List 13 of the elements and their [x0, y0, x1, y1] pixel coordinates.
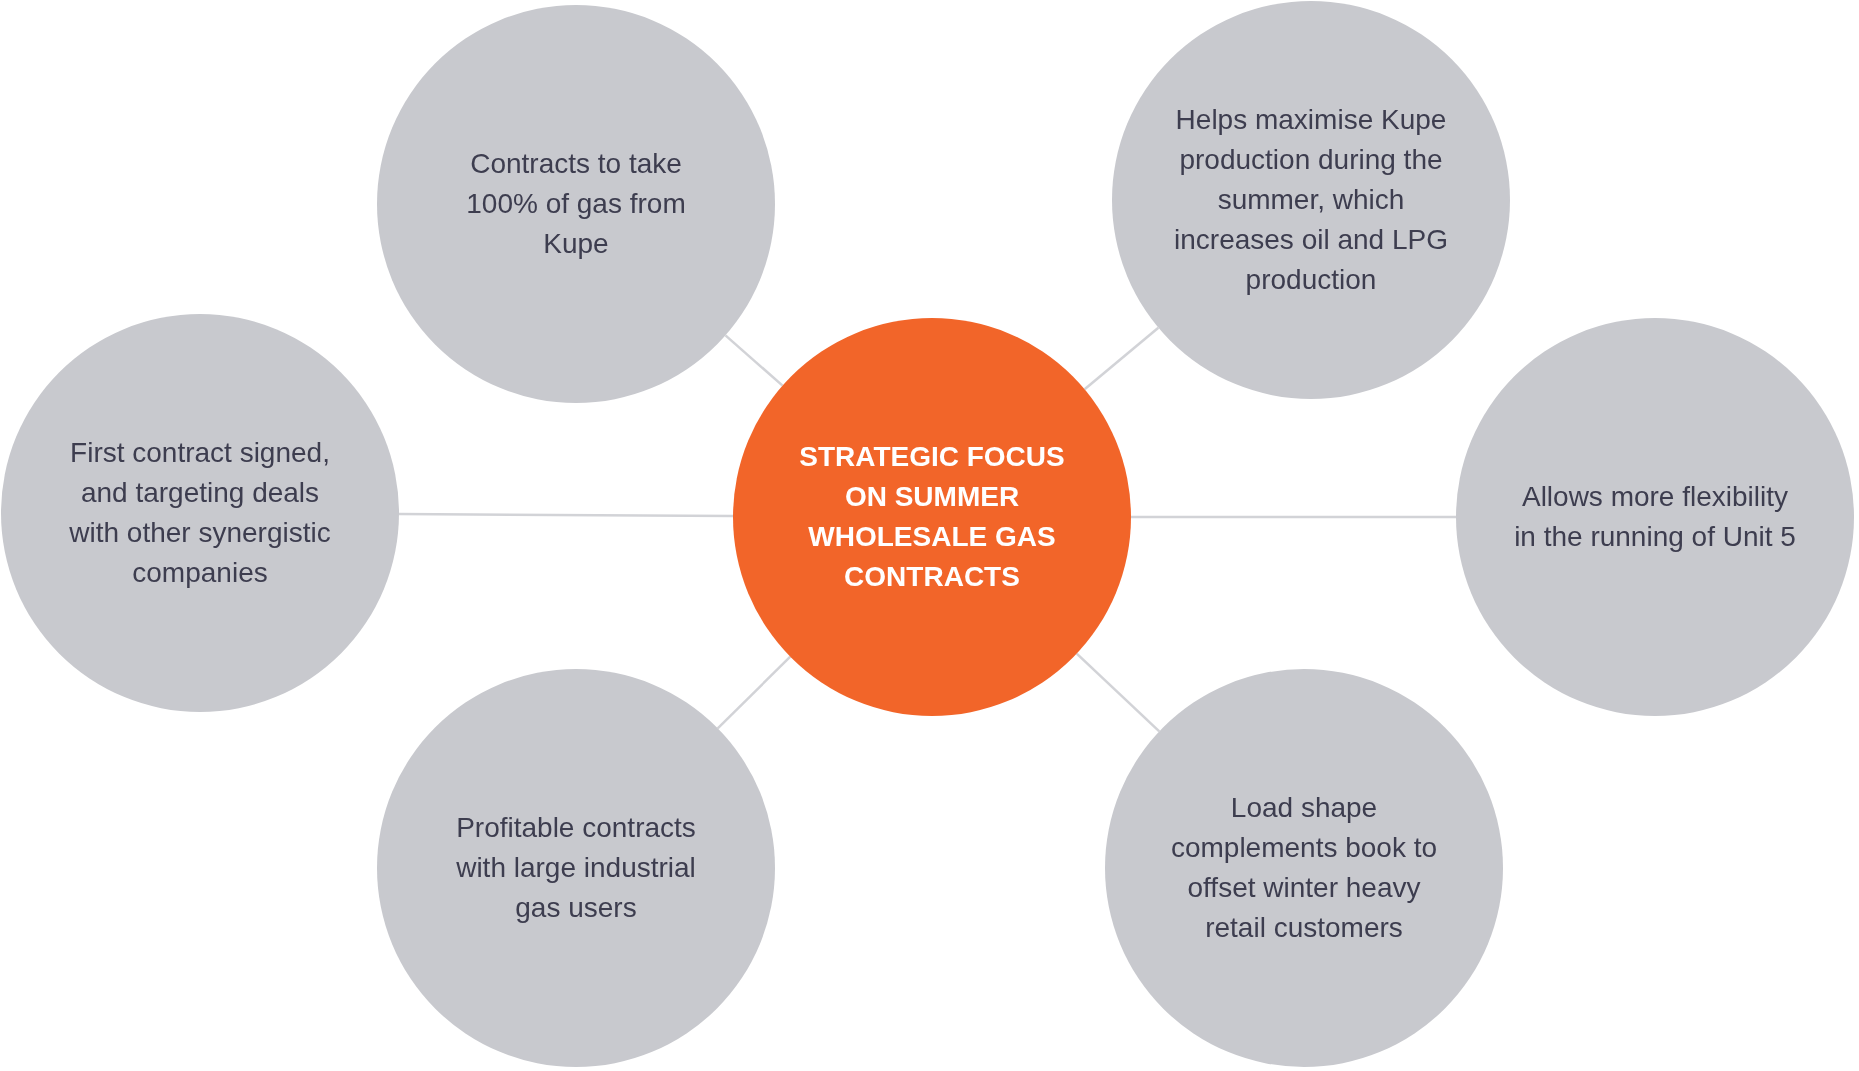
- circle-text: Contracts to take 100% of gas from Kupe: [465, 147, 687, 261]
- circle-text: Load shape complements book to offset winter heavy retail customers: [1169, 791, 1439, 945]
- connector-line: [724, 334, 784, 387]
- circle-text: Profitable contracts with large industrial gas users: [455, 811, 697, 925]
- central-heading: STRATEGIC FOCUS ON SUMMER WHOLESALE GAS CONTRACTS: [798, 440, 1066, 594]
- circle-text: First contract signed, and targeting deals with other synergistic companies: [68, 436, 332, 590]
- connector-line: [399, 512, 733, 518]
- connector-line: [1083, 326, 1160, 391]
- circle-text: Allows more flexibility in the running of Unit 5: [1513, 480, 1797, 554]
- circle-text: Helps maximise Kupe production during the summer, which increases oil and LPG production: [1173, 103, 1449, 297]
- connector-line: [1131, 515, 1456, 519]
- connector-line: [716, 655, 792, 730]
- connector-line: [1075, 652, 1161, 733]
